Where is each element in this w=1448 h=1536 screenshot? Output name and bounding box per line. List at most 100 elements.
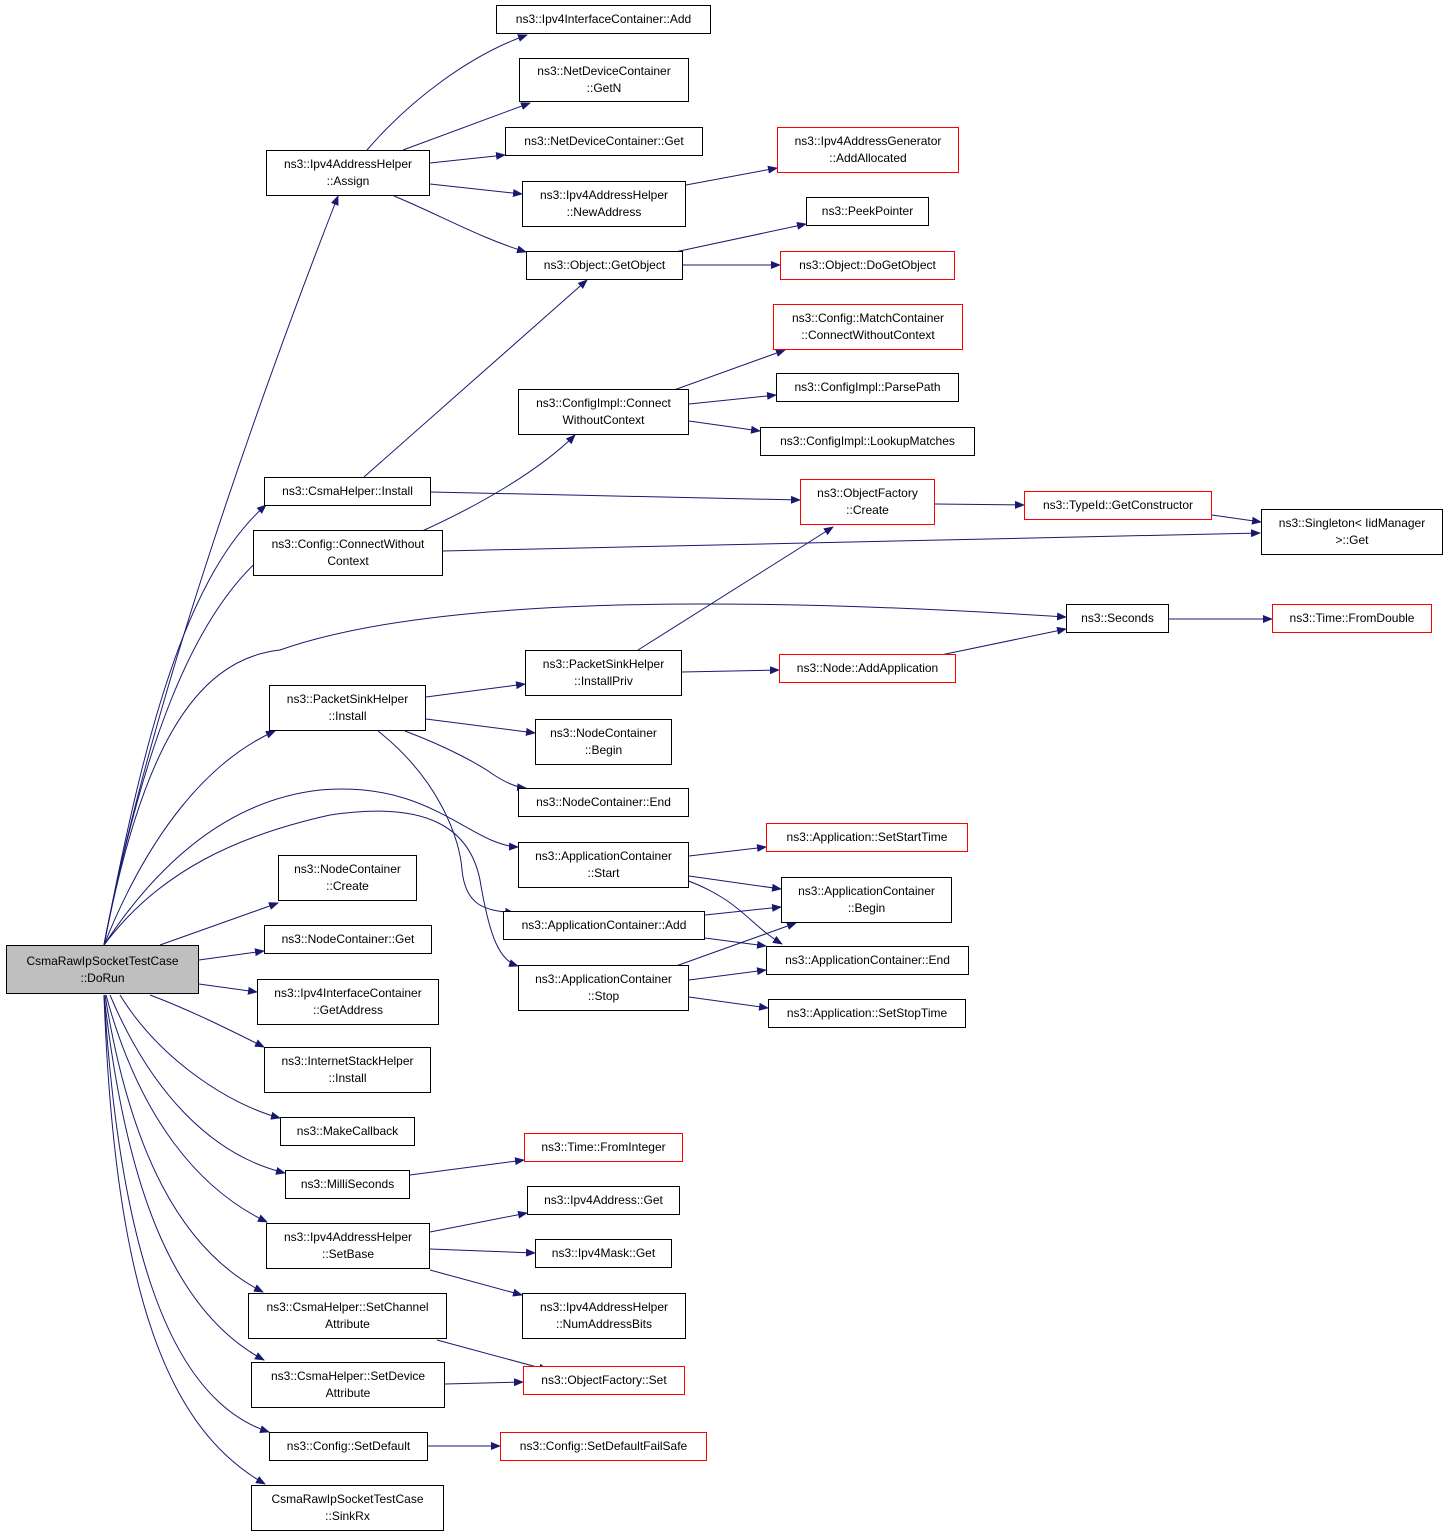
edge-objfactory-typeid	[934, 500, 1025, 509]
node-label: ns3::CsmaHelper::SetChannel	[266, 1300, 429, 1314]
node-nc-end[interactable]: ns3::NodeContainer::End	[518, 788, 689, 817]
node-label: ns3::PacketSinkHelper	[542, 657, 665, 671]
edge-setbase-ipv4addr-get	[429, 1210, 528, 1233]
node-ipv4ic-add[interactable]: ns3::Ipv4InterfaceContainer::Add	[496, 5, 711, 34]
node-ac-end[interactable]: ns3::ApplicationContainer::End	[766, 946, 969, 975]
node-csma-setchattr[interactable]: ns3::CsmaHelper::SetChannel Attribute	[248, 1293, 447, 1339]
node-label: ns3::NodeContainer	[550, 726, 657, 740]
edge-setbase-numbits	[429, 1269, 523, 1297]
node-label: ns3::CsmaHelper::SetDevice	[270, 1369, 426, 1383]
edge-root-ish-install	[149, 994, 265, 1048]
node-milliseconds[interactable]: ns3::MilliSeconds	[285, 1170, 410, 1199]
node-ipv4ah-numbits[interactable]: ns3::Ipv4AddressHelper ::NumAddressBits	[522, 1293, 686, 1339]
edge-ac-start-ac-end	[685, 879, 783, 945]
node-label: Attribute	[325, 1317, 370, 1331]
node-obj-dogetobject[interactable]: ns3::Object::DoGetObject	[780, 251, 955, 280]
node-sinkrx[interactable]: CsmaRawIpSocketTestCase ::SinkRx	[251, 1485, 444, 1531]
node-label: ns3::NodeContainer::Get	[281, 932, 415, 946]
node-cfg-mc-cwc[interactable]: ns3::Config::MatchContainer ::ConnectWit…	[773, 304, 963, 350]
node-nc-get[interactable]: ns3::NodeContainer::Get	[264, 925, 432, 954]
edge-assign-ndc-get	[429, 151, 506, 164]
edge-typeid-singleton	[1211, 514, 1262, 525]
edge-assign-ipv4ic-add	[366, 34, 528, 151]
node-seconds[interactable]: ns3::Seconds	[1066, 604, 1169, 633]
node-ac-stop[interactable]: ns3::ApplicationContainer ::Stop	[518, 965, 689, 1011]
node-cfgimpl-lookup[interactable]: ns3::ConfigImpl::LookupMatches	[760, 427, 975, 456]
node-ish-install[interactable]: ns3::InternetStackHelper ::Install	[264, 1047, 431, 1093]
node-label: ns3::Config::SetDefault	[286, 1439, 411, 1453]
node-ipv4gen-addalloc[interactable]: ns3::Ipv4AddressGenerator ::AddAllocated	[777, 127, 959, 173]
node-app-setstart[interactable]: ns3::Application::SetStartTime	[766, 823, 968, 852]
node-ndc-get[interactable]: ns3::NetDeviceContainer::Get	[505, 127, 703, 156]
node-ipv4mask-get[interactable]: ns3::Ipv4Mask::Get	[535, 1239, 672, 1268]
node-label: ::AddAllocated	[829, 151, 907, 165]
edge-newaddr-addalloc	[685, 165, 778, 186]
node-time-fromdouble[interactable]: ns3::Time::FromDouble	[1272, 604, 1432, 633]
node-label: ns3::Seconds	[1081, 611, 1154, 625]
node-obj-getobject[interactable]: ns3::Object::GetObject	[526, 251, 683, 280]
node-singleton-get[interactable]: ns3::Singleton< IidManager >::Get	[1261, 509, 1443, 555]
node-ac-add[interactable]: ns3::ApplicationContainer::Add	[503, 911, 705, 940]
node-cfgimpl-parsepath[interactable]: ns3::ConfigImpl::ParsePath	[776, 373, 959, 402]
node-makecallback[interactable]: ns3::MakeCallback	[280, 1117, 415, 1146]
node-ipv4ah-newaddr[interactable]: ns3::Ipv4AddressHelper ::NewAddress	[522, 181, 686, 227]
node-label: Context	[327, 554, 369, 568]
edge-root-psh-install	[103, 730, 276, 946]
edge-root-makecallback	[119, 994, 281, 1120]
node-label: ::Assign	[326, 174, 370, 188]
node-csma-setdevattr[interactable]: ns3::CsmaHelper::SetDevice Attribute	[251, 1362, 445, 1408]
edge-assign-ndc-getn	[402, 102, 531, 151]
node-label: ::NumAddressBits	[555, 1317, 653, 1331]
edge-csma-install-objfactory-create	[430, 491, 801, 504]
node-label: ns3::Application::SetStartTime	[786, 830, 948, 844]
node-label: ns3::ApplicationContainer	[798, 884, 935, 898]
node-objfactory-create[interactable]: ns3::ObjectFactory ::Create	[800, 479, 935, 525]
edge-csma-install-getobject	[363, 279, 588, 478]
node-ipv4ic-getaddr[interactable]: ns3::Ipv4InterfaceContainer ::GetAddress	[257, 979, 439, 1025]
node-label: ::DoRun	[80, 970, 125, 985]
edge-root-sinkrx	[103, 994, 266, 1485]
node-psh-installpriv[interactable]: ns3::PacketSinkHelper ::InstallPriv	[525, 650, 682, 696]
edge-cfgimpl-mc-cwc	[673, 349, 786, 391]
node-node-addapp[interactable]: ns3::Node::AddApplication	[779, 654, 956, 683]
node-label: ns3::InternetStackHelper	[281, 1054, 414, 1068]
node-ipv4ah-setbase[interactable]: ns3::Ipv4AddressHelper ::SetBase	[266, 1223, 430, 1269]
node-nc-create[interactable]: ns3::NodeContainer ::Create	[278, 855, 417, 901]
node-typeid-getctor[interactable]: ns3::TypeId::GetConstructor	[1024, 491, 1212, 520]
node-label: ::Begin	[584, 743, 623, 757]
edge-installpriv-objfactory-create	[637, 526, 834, 651]
node-label: ns3::Time::FromInteger	[541, 1140, 666, 1154]
node-label: ns3::NodeContainer	[294, 862, 401, 876]
node-ipv4addr-get[interactable]: ns3::Ipv4Address::Get	[527, 1186, 680, 1215]
node-label: ::Install	[328, 1071, 367, 1085]
node-label: ns3::Time::FromDouble	[1289, 611, 1415, 625]
node-label: ns3::Ipv4AddressHelper	[539, 1300, 669, 1314]
node-label: ::InstallPriv	[574, 674, 633, 688]
node-ipv4ah-assign[interactable]: ns3::Ipv4AddressHelper ::Assign	[266, 150, 430, 196]
node-label: ns3::Ipv4Address::Get	[544, 1193, 663, 1207]
node-ac-begin[interactable]: ns3::ApplicationContainer ::Begin	[781, 877, 952, 923]
node-nc-begin[interactable]: ns3::NodeContainer ::Begin	[535, 719, 672, 765]
edge-milliseconds-fromint	[409, 1157, 525, 1176]
node-label: Attribute	[325, 1386, 371, 1400]
edge-assign-obj-getobject	[393, 195, 527, 254]
node-ndc-getn[interactable]: ns3::NetDeviceContainer ::GetN	[519, 58, 689, 102]
node-peekpointer[interactable]: ns3::PeekPointer	[806, 197, 929, 226]
node-label: ns3::NodeContainer::End	[536, 795, 671, 809]
node-ac-start[interactable]: ns3::ApplicationContainer ::Start	[518, 842, 689, 888]
edge-root-csma-install	[103, 504, 267, 946]
node-label: ns3::Node::AddApplication	[796, 661, 939, 675]
node-csma-install[interactable]: ns3::CsmaHelper::Install	[264, 477, 431, 506]
node-cfgimpl-connect[interactable]: ns3::ConfigImpl::Connect WithoutContext	[518, 389, 689, 435]
node-cfg-setdefault[interactable]: ns3::Config::SetDefault	[269, 1432, 428, 1461]
node-label: ns3::Config::SetDefaultFailSafe	[519, 1439, 688, 1453]
node-time-fromint[interactable]: ns3::Time::FromInteger	[524, 1133, 683, 1162]
node-cfg-setdefaultfs[interactable]: ns3::Config::SetDefaultFailSafe	[500, 1432, 707, 1461]
node-cfg-cwc[interactable]: ns3::Config::ConnectWithout Context	[253, 530, 443, 576]
edge-ac-start-setstart	[688, 844, 767, 857]
node-app-setstop[interactable]: ns3::Application::SetStopTime	[768, 999, 966, 1028]
node-label: ::Start	[587, 866, 620, 880]
node-objfactory-set[interactable]: ns3::ObjectFactory::Set	[523, 1366, 685, 1395]
node-label: ::Install	[328, 709, 367, 723]
node-psh-install[interactable]: ns3::PacketSinkHelper ::Install	[269, 685, 426, 731]
